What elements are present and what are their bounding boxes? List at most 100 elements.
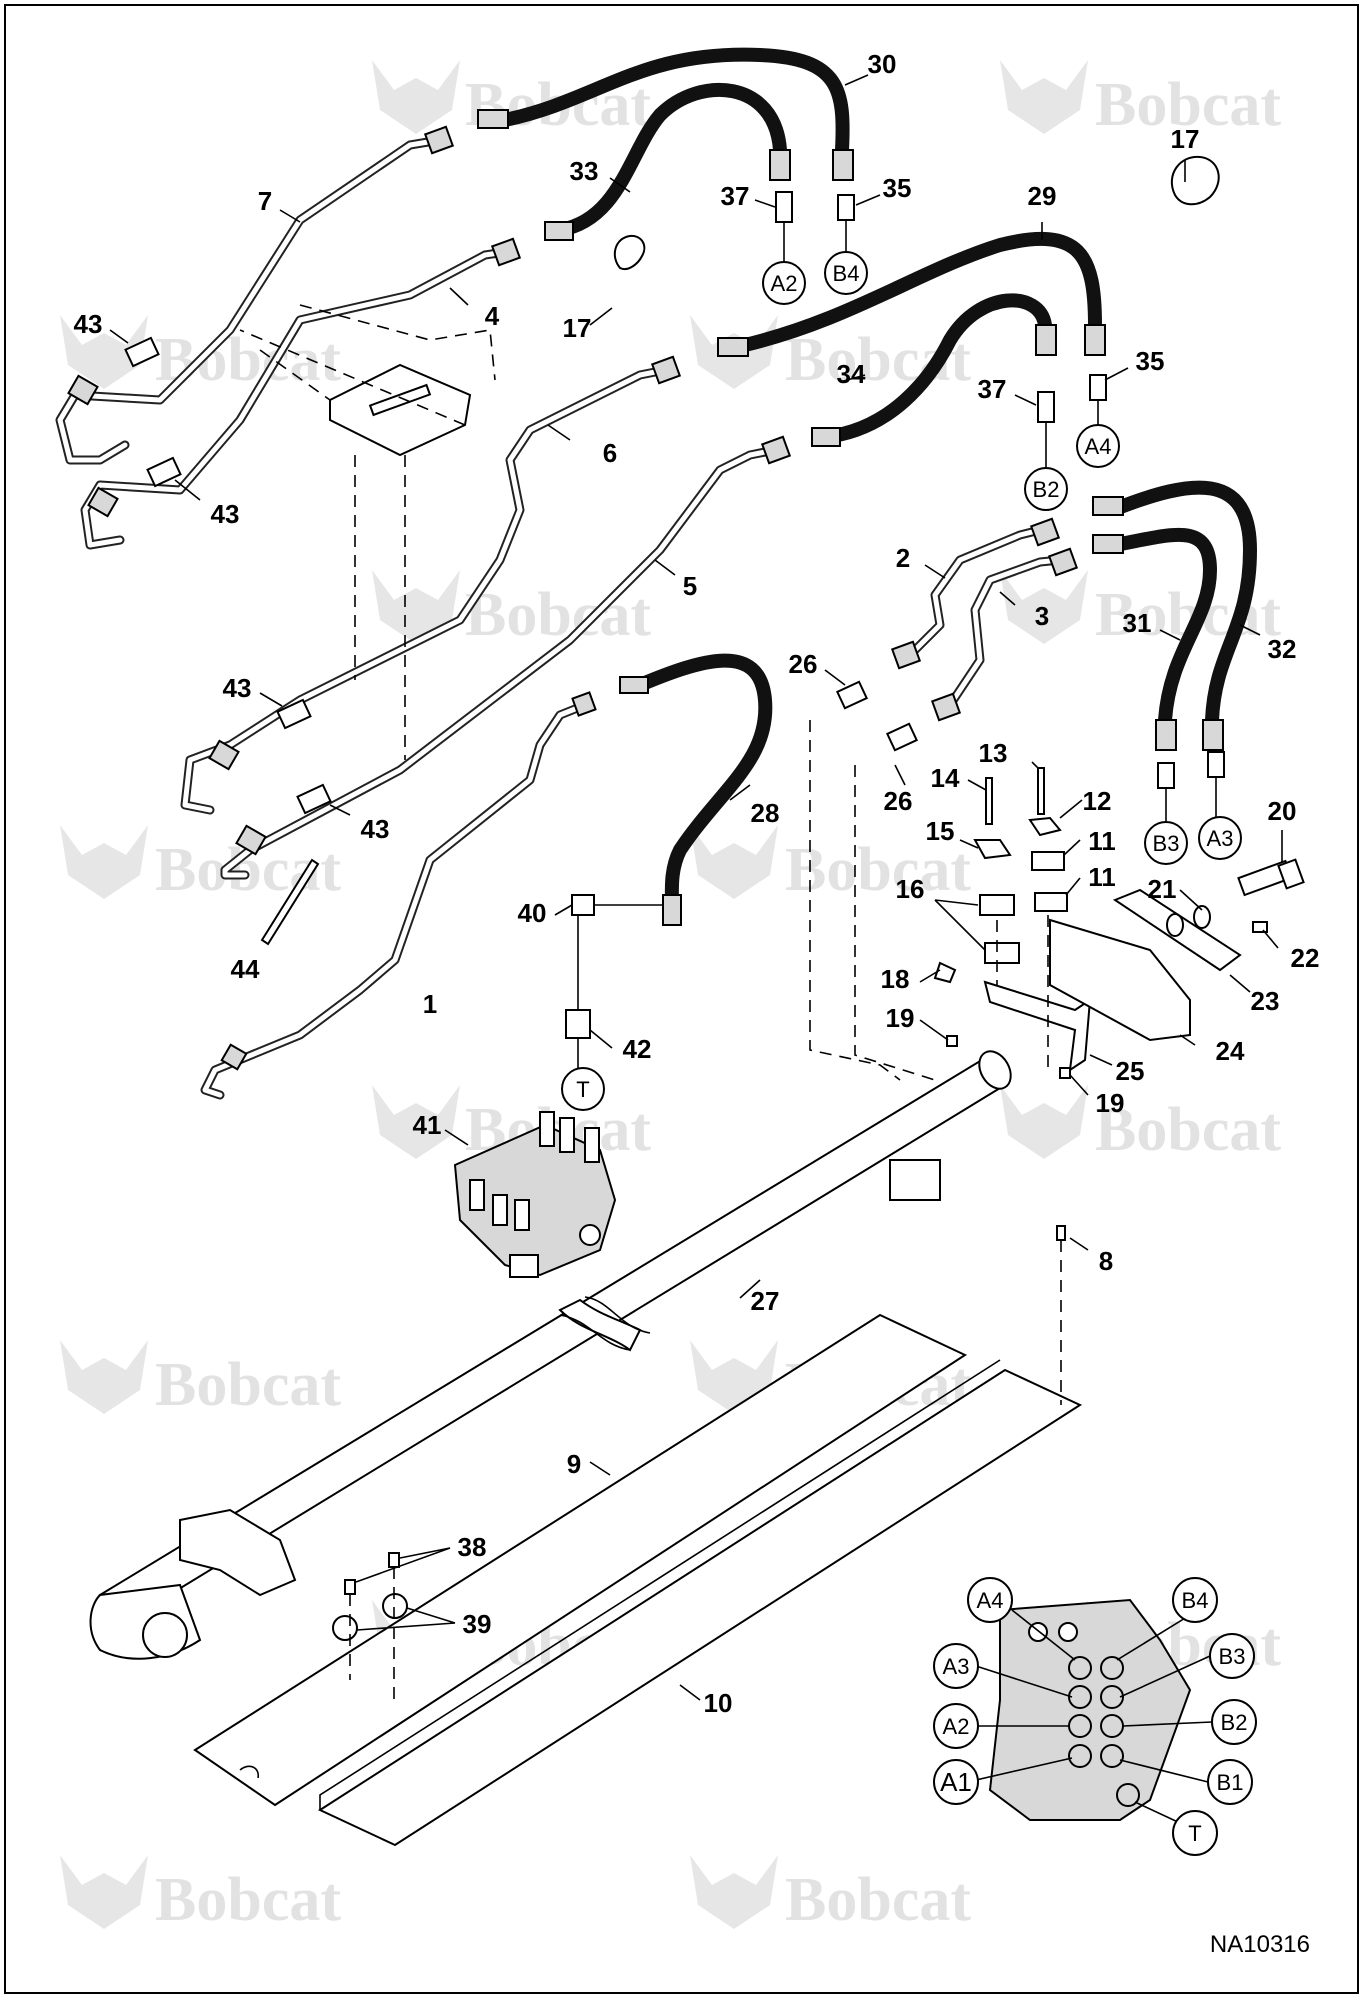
- adapter-43: [124, 336, 160, 368]
- washer-21: [1193, 905, 1211, 929]
- tube-nut: [650, 355, 682, 385]
- inset-label-a2: A2: [943, 1714, 970, 1739]
- clamp-39: [332, 1615, 358, 1641]
- hose-31: [1108, 527, 1218, 727]
- watermark-text: Bobcat: [155, 1351, 341, 1419]
- adapter-35: [1089, 374, 1107, 401]
- reference-code: NA10316: [1210, 1931, 1310, 1958]
- port-label-b3: B3: [1153, 831, 1180, 856]
- bracket-plate: [329, 363, 472, 457]
- callout-43d: 43: [361, 814, 390, 844]
- callout-14: 14: [931, 763, 960, 793]
- fitting: [619, 676, 649, 694]
- callout-39: 39: [463, 1609, 492, 1639]
- callout-27: 27: [751, 1286, 780, 1316]
- watermark-text: Bobcat: [1095, 1096, 1281, 1164]
- inset-label-a1: A1: [940, 1767, 972, 1797]
- cylinder-eye: [142, 1612, 188, 1658]
- callout-17b: 17: [1171, 124, 1200, 154]
- callout-28: 28: [751, 798, 780, 828]
- bobcat-head-icon: [60, 825, 148, 899]
- fitting: [832, 149, 854, 181]
- watermark-text: Bobcat: [155, 326, 341, 394]
- port-label-b4: B4: [833, 261, 860, 286]
- bolt-head-20: [1277, 858, 1305, 890]
- watermark-top-left: Bobcat: [372, 60, 651, 139]
- watermark-row8-right: Bobcat: [690, 1855, 971, 1934]
- hoses: [498, 47, 1258, 912]
- callout-20: 20: [1268, 796, 1297, 826]
- callout-44: 44: [231, 954, 260, 984]
- hose-30: [498, 47, 850, 157]
- port-label-a4: A4: [1085, 434, 1112, 459]
- bolt-8: [1056, 1225, 1066, 1241]
- watermark-row6-left: Bobcat: [60, 1340, 341, 1419]
- watermark-text: Bobcat: [785, 1866, 971, 1934]
- tube-nut: [220, 1043, 248, 1071]
- inset-label-b2: B2: [1221, 1710, 1248, 1735]
- tube-nut: [1029, 517, 1061, 547]
- fitting: [769, 149, 791, 181]
- callout-19a: 19: [886, 1003, 915, 1033]
- inset-port: [1058, 1622, 1078, 1642]
- inset-callout-a3: [933, 1643, 979, 1689]
- clamp-17: [613, 234, 646, 270]
- tube-nut: [490, 237, 522, 267]
- diagram-frame: [4, 4, 1359, 1994]
- callout-21: 21: [1148, 874, 1177, 904]
- clamp-half-16: [979, 894, 1015, 916]
- spool-cap: [559, 1117, 575, 1153]
- adapter-37: [775, 191, 793, 223]
- port-b2: [1024, 467, 1068, 511]
- inset-callout-a1: [933, 1759, 979, 1805]
- steel-tubes: [55, 135, 1065, 1100]
- callout-5: 5: [683, 571, 697, 601]
- inset-label-b3: B3: [1219, 1644, 1246, 1669]
- fitting: [717, 337, 749, 357]
- adapter-36: [1207, 751, 1225, 778]
- bolt-38: [344, 1579, 356, 1595]
- adapter-26: [835, 680, 869, 710]
- plate-9: [193, 1313, 968, 1807]
- callout-1: 1: [423, 989, 437, 1019]
- tube-nut: [208, 739, 240, 771]
- bobcat-head-icon: [1000, 1085, 1088, 1159]
- inset-callout-a4: [967, 1577, 1013, 1623]
- clamp-39: [382, 1593, 408, 1619]
- inset-callout-b1: [1207, 1759, 1253, 1805]
- cylinder-mount-plate: [179, 1508, 297, 1597]
- port-label-a2: A2: [771, 271, 798, 296]
- leader-lines: [109, 74, 1283, 1701]
- tube-nut: [235, 824, 267, 856]
- adapter-37: [1037, 391, 1055, 423]
- clamp-half-11: [1031, 851, 1065, 871]
- tube-nut: [87, 486, 119, 518]
- spool-cap: [539, 1111, 555, 1147]
- hose-32: [1111, 480, 1258, 727]
- callout-labels: 30 33 37 35 7 4 17 17 29 43 43 34 37 35 …: [74, 49, 1320, 1718]
- fitting: [811, 427, 841, 447]
- callout-26b: 26: [884, 786, 913, 816]
- callout-40: 40: [518, 898, 547, 928]
- watermark-row3-left: Bobcat: [372, 570, 651, 649]
- inset-label-b1: B1: [1217, 1770, 1244, 1795]
- clamp-half-11: [1034, 892, 1068, 912]
- cover-plates: [193, 1313, 1083, 1847]
- coupler-44: [260, 858, 320, 946]
- callout-7: 7: [258, 186, 272, 216]
- bolt-38: [388, 1552, 400, 1568]
- valve-solenoid: [509, 1254, 539, 1278]
- callout-10: 10: [704, 1688, 733, 1718]
- bolts-and-small-clamps: [332, 1225, 1066, 1705]
- adapter-43: [296, 783, 332, 815]
- plate-10: [317, 1368, 1083, 1847]
- callout-2: 2: [896, 543, 910, 573]
- inset-port-b3: [1100, 1685, 1124, 1709]
- tube-nut: [67, 374, 99, 406]
- callout-29: 29: [1028, 181, 1057, 211]
- watermark-text: Bobcat: [155, 1866, 341, 1934]
- callout-41: 41: [413, 1110, 442, 1140]
- tee-42: [565, 1009, 591, 1039]
- inset-callout-t: [1172, 1810, 1218, 1856]
